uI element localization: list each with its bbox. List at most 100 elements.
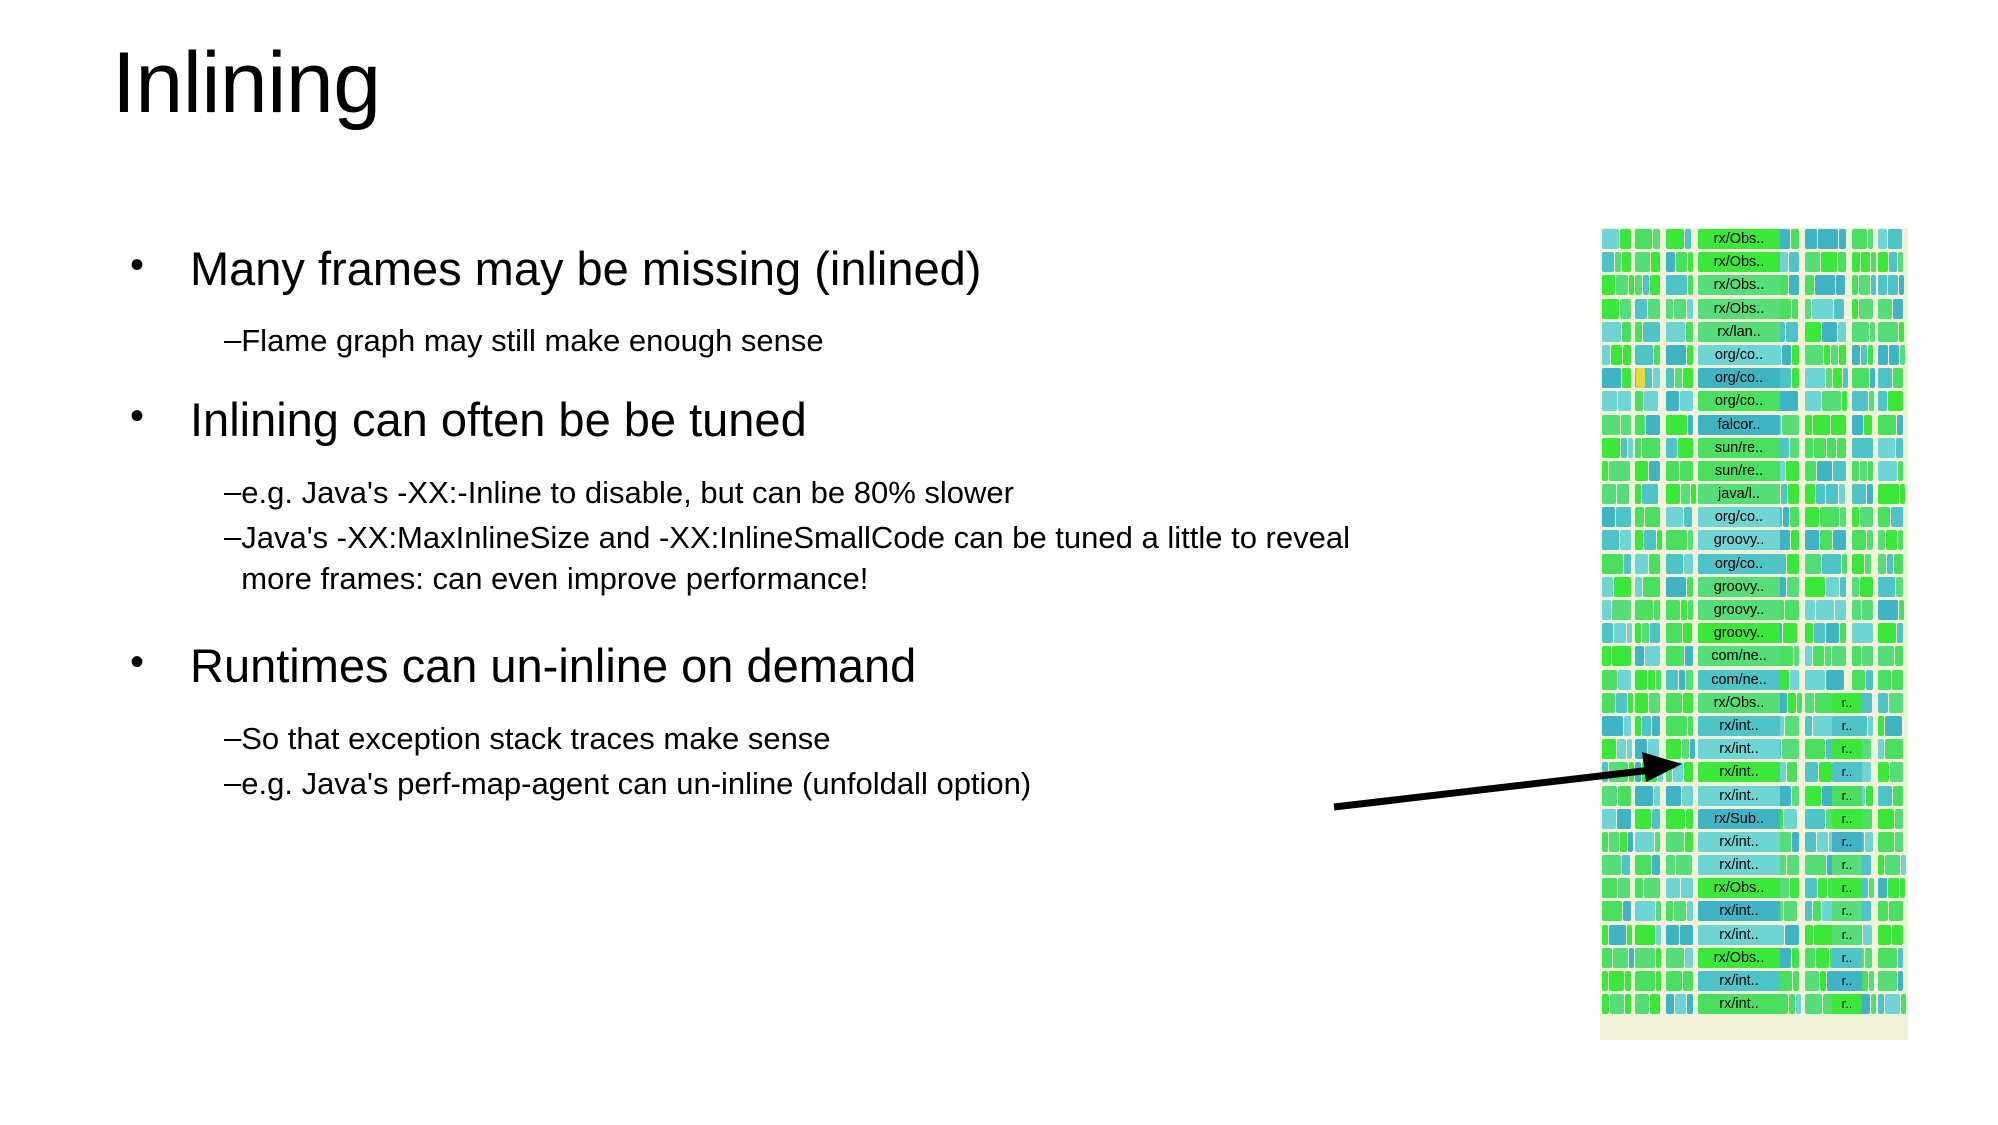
flame-cell[interactable] <box>1878 669 1891 690</box>
flame-cell[interactable] <box>1878 321 1898 342</box>
flame-cell[interactable] <box>1840 623 1846 644</box>
flame-cell[interactable] <box>1666 600 1680 620</box>
flame-cell[interactable] <box>1644 878 1660 899</box>
flame-cell[interactable] <box>1687 994 1693 1015</box>
flame-frame-label-right[interactable]: r.. <box>1832 785 1862 806</box>
flame-cell[interactable] <box>1815 275 1835 296</box>
flame-frame-label[interactable]: rx/int.. <box>1698 739 1780 760</box>
flame-cell[interactable] <box>1602 878 1617 899</box>
flame-cell[interactable] <box>1779 391 1798 412</box>
flame-cell[interactable] <box>1635 344 1653 365</box>
flame-cell[interactable] <box>1674 901 1686 922</box>
flame-cell[interactable] <box>1788 484 1799 505</box>
flame-cell[interactable] <box>1859 275 1870 296</box>
flame-cell[interactable] <box>1666 576 1686 597</box>
flame-cell[interactable] <box>1878 530 1885 551</box>
flame-cell[interactable] <box>1602 553 1623 574</box>
flame-cell[interactable] <box>1901 855 1906 876</box>
flame-cell[interactable] <box>1783 507 1789 528</box>
flame-frame-label-right[interactable]: r.. <box>1832 924 1862 945</box>
flame-cell[interactable] <box>1649 553 1660 574</box>
flame-cell[interactable] <box>1899 600 1904 620</box>
flame-cell[interactable] <box>1602 530 1619 551</box>
flame-cell[interactable] <box>1805 646 1812 667</box>
flame-cell[interactable] <box>1816 484 1825 505</box>
flame-cell[interactable] <box>1862 600 1873 620</box>
flame-cell[interactable] <box>1616 507 1631 528</box>
flame-cell[interactable] <box>1878 785 1892 806</box>
flame-cell[interactable] <box>1898 252 1903 273</box>
flame-cell[interactable] <box>1790 669 1799 690</box>
flame-cell[interactable] <box>1666 762 1672 783</box>
flame-frame-label[interactable]: groovy.. <box>1698 623 1780 644</box>
flame-cell[interactable] <box>1656 901 1661 922</box>
flame-cell[interactable] <box>1868 460 1873 481</box>
flame-cell[interactable] <box>1602 971 1608 991</box>
flame-cell[interactable] <box>1635 669 1647 690</box>
flame-cell[interactable] <box>1852 600 1861 620</box>
flame-cell[interactable] <box>1852 623 1873 644</box>
flame-frame-label[interactable]: rx/int.. <box>1698 901 1780 922</box>
flame-cell[interactable] <box>1688 252 1693 273</box>
flame-cell[interactable] <box>1792 947 1799 968</box>
flame-cell[interactable] <box>1840 576 1846 597</box>
flame-cell[interactable] <box>1623 901 1631 922</box>
flame-cell[interactable] <box>1635 460 1648 481</box>
flame-cell[interactable] <box>1863 924 1872 945</box>
flame-cell[interactable] <box>1805 229 1817 249</box>
flame-cell[interactable] <box>1852 669 1865 690</box>
flame-cell[interactable] <box>1621 414 1631 435</box>
flame-cell[interactable] <box>1642 762 1657 783</box>
flame-cell[interactable] <box>1674 298 1686 319</box>
flame-cell[interactable] <box>1666 321 1685 342</box>
flame-cell[interactable] <box>1865 553 1871 574</box>
flame-cell[interactable] <box>1666 994 1674 1015</box>
flame-cell[interactable] <box>1678 437 1693 458</box>
flame-cell[interactable] <box>1866 669 1873 690</box>
flame-cell[interactable] <box>1602 855 1621 876</box>
flame-cell[interactable] <box>1832 646 1846 667</box>
flame-cell[interactable] <box>1781 484 1787 505</box>
flame-cell[interactable] <box>1654 785 1660 806</box>
flame-cell[interactable] <box>1618 669 1631 690</box>
flame-cell[interactable] <box>1901 994 1906 1015</box>
flame-cell[interactable] <box>1627 739 1632 760</box>
flame-cell[interactable] <box>1898 460 1903 481</box>
flame-cell[interactable] <box>1878 391 1887 412</box>
flame-cell[interactable] <box>1684 553 1693 574</box>
flame-cell[interactable] <box>1635 623 1641 644</box>
flame-cell[interactable] <box>1666 298 1673 319</box>
flame-cell[interactable] <box>1612 646 1631 667</box>
flame-cell[interactable] <box>1852 391 1868 412</box>
flame-frame-label-right[interactable]: r.. <box>1832 692 1862 713</box>
flame-cell[interactable] <box>1616 692 1627 713</box>
flame-cell[interactable] <box>1602 623 1613 644</box>
flame-cell[interactable] <box>1813 414 1830 435</box>
flame-cell-highlight[interactable] <box>1636 368 1645 389</box>
flame-cell[interactable] <box>1878 229 1887 249</box>
flame-cell[interactable] <box>1790 878 1799 899</box>
flame-cell[interactable] <box>1820 507 1839 528</box>
flame-cell[interactable] <box>1805 391 1821 412</box>
flame-cell[interactable] <box>1878 878 1887 899</box>
flame-cell[interactable] <box>1644 391 1658 412</box>
flame-cell[interactable] <box>1617 808 1631 829</box>
flame-cell[interactable] <box>1685 831 1693 852</box>
flame-cell[interactable] <box>1790 437 1799 458</box>
flame-cell[interactable] <box>1792 344 1799 365</box>
flame-cell[interactable] <box>1878 460 1897 481</box>
flame-cell[interactable] <box>1680 924 1693 945</box>
flame-cell[interactable] <box>1869 971 1874 991</box>
flame-frame-label-right[interactable]: r.. <box>1832 831 1862 852</box>
flame-cell[interactable] <box>1839 484 1845 505</box>
flame-cell[interactable] <box>1892 669 1903 690</box>
flame-cell[interactable] <box>1642 623 1649 644</box>
flame-cell[interactable] <box>1614 623 1626 644</box>
flame-cell[interactable] <box>1666 785 1681 806</box>
flame-cell[interactable] <box>1635 321 1642 342</box>
flame-cell[interactable] <box>1813 646 1824 667</box>
flame-cell[interactable] <box>1782 739 1799 760</box>
flame-cell[interactable] <box>1622 855 1630 876</box>
flame-cell[interactable] <box>1852 252 1860 273</box>
flame-cell[interactable] <box>1635 831 1654 852</box>
